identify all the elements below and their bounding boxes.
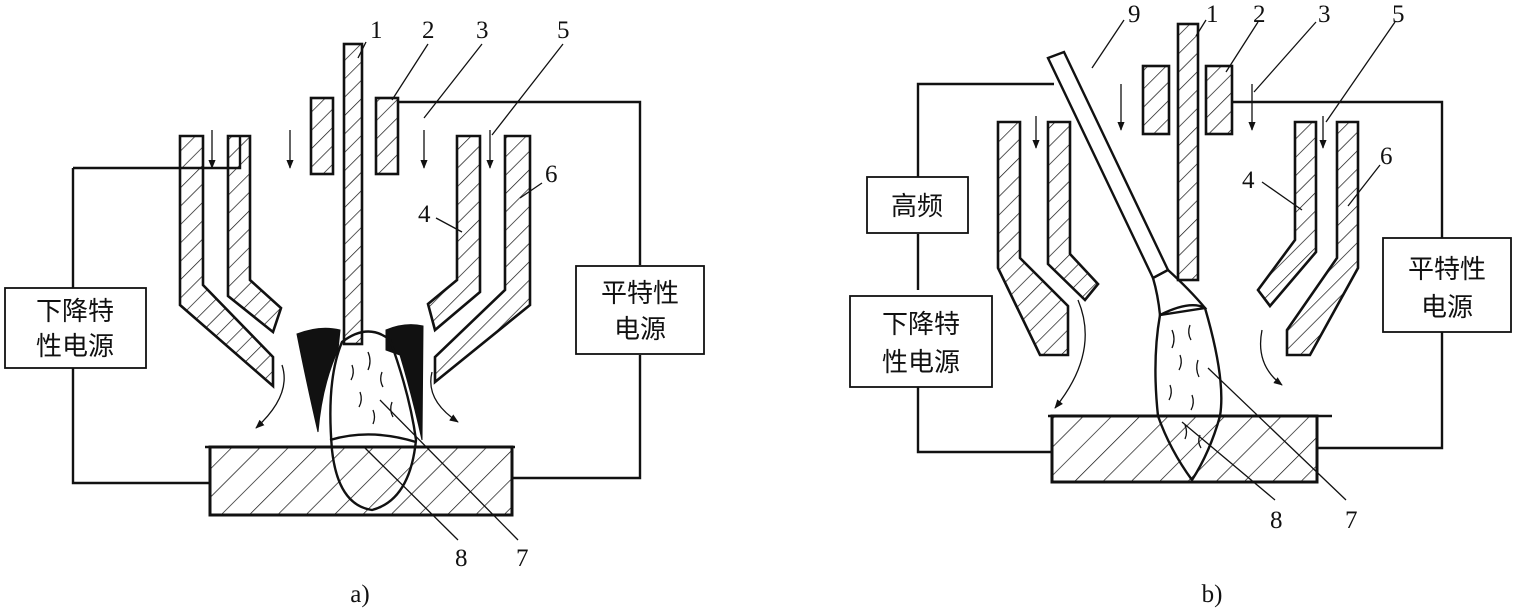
inner-nozzle-right-a: [426, 134, 482, 333]
callout-a-6: 6: [545, 161, 558, 188]
contact-tube-left-b: [1141, 64, 1171, 136]
circuit-wire-right-b: [1232, 100, 1444, 450]
box-high-frequency-b-text: 高频: [891, 192, 943, 222]
callout-a-3: 3: [476, 17, 489, 44]
wire-electrode-b: [1176, 22, 1200, 282]
contact-tube-left-a: [309, 96, 335, 176]
box-flat-supply-b-line1: 平特性: [1408, 255, 1486, 285]
box-flat-supply-a: [575, 265, 705, 355]
callout-b-1: 1: [1206, 1, 1219, 28]
panel-b: 高频 下降特 性电源 平特性 电源 9 1 2 3 5 6 4 8 7 b): [849, 1, 1512, 608]
box-flat-supply-a-line1: 平特性: [601, 279, 679, 309]
workpiece-plate-b: [1050, 414, 1319, 484]
panel-a: 下降特 性电源 平特性 电源 1 2 3 5 6 4 8 7 a): [4, 17, 705, 608]
arc-dark-left-a: [296, 327, 341, 433]
box-drooping-supply-b-line1: 下降特: [882, 310, 960, 340]
callout-b-5: 5: [1392, 1, 1405, 28]
box-drooping-supply-a: [4, 287, 147, 369]
circuit-wire-right-a: [398, 100, 642, 480]
arc-dark-right-a: [385, 324, 424, 441]
circuit-wire-left-b: [916, 82, 1054, 454]
plasma-texture-a: [350, 351, 394, 425]
box-flat-supply-b-line2: 电源: [1421, 293, 1473, 323]
caption-b: b): [1202, 581, 1223, 608]
callout-b-8: 8: [1270, 507, 1283, 534]
callout-a-7: 7: [516, 545, 529, 572]
box-drooping-supply-a-line2: 性电源: [36, 332, 114, 362]
callout-a-8: 8: [455, 545, 468, 572]
callout-a-1: 1: [370, 17, 383, 44]
contact-tube-right-b: [1204, 64, 1234, 136]
callout-a-4: 4: [418, 201, 431, 228]
box-drooping-supply-b-line2: 性电源: [882, 348, 960, 378]
box-flat-supply-a-line2: 电源: [614, 315, 666, 345]
callout-a-2: 2: [422, 17, 435, 44]
outer-nozzle-right-a: [433, 134, 532, 385]
callout-b-4: 4: [1242, 167, 1255, 194]
callout-b-7: 7: [1345, 507, 1358, 534]
box-high-frequency-b: [866, 176, 969, 234]
inner-nozzle-left-b: [1046, 120, 1100, 302]
arc-plasma-b: [1154, 304, 1223, 483]
outer-nozzle-left-a: [178, 134, 275, 389]
callout-a-5: 5: [557, 17, 570, 44]
callout-b-3: 3: [1318, 1, 1331, 28]
box-drooping-supply-b: [849, 295, 993, 388]
box-flat-supply-b: [1382, 237, 1512, 333]
workpiece-plate-a: [208, 445, 514, 517]
outer-nozzle-left-b: [996, 120, 1070, 357]
contact-tube-right-a: [374, 96, 400, 176]
arc-plasma-a: [329, 330, 418, 512]
outer-nozzle-right-b: [1285, 120, 1360, 357]
caption-a: a): [350, 581, 369, 608]
wire-electrode-a: [342, 42, 364, 346]
box-drooping-supply-a-line1: 下降特: [36, 297, 114, 327]
inner-nozzle-right-b: [1256, 120, 1318, 309]
callout-b-2: 2: [1253, 1, 1266, 28]
callout-b-6: 6: [1380, 143, 1393, 170]
inner-nozzle-left-a: [226, 134, 283, 335]
callout-b-9: 9: [1128, 1, 1141, 28]
